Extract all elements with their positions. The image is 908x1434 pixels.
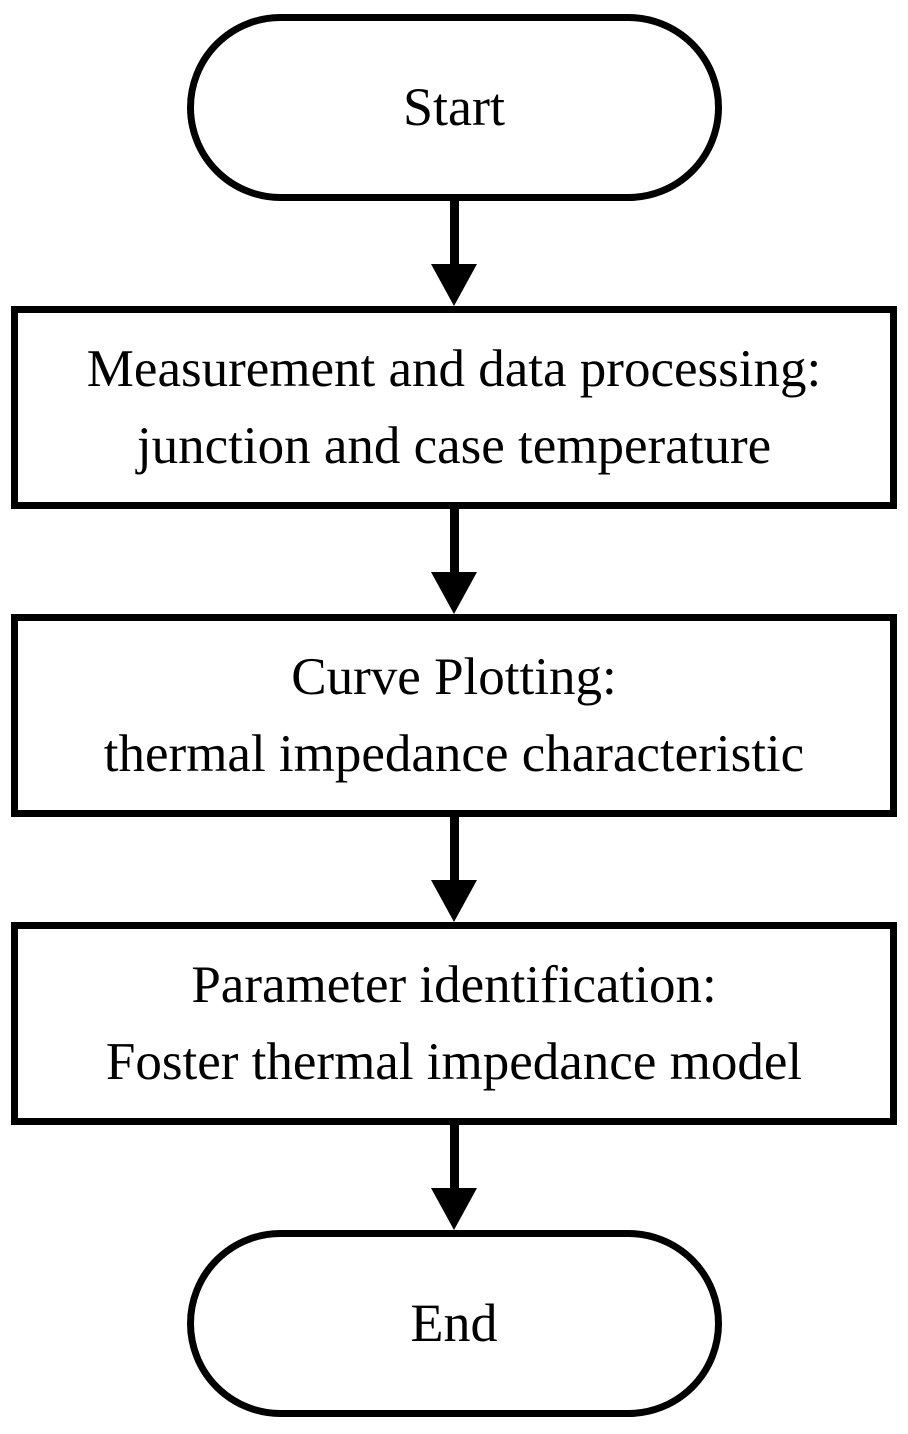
arrow-down-icon	[431, 1188, 477, 1230]
connector-curve-plotting-to-parameter-identification	[431, 817, 477, 922]
arrow-down-icon	[431, 572, 477, 614]
arrow-shaft	[449, 1125, 459, 1188]
node-curve-plotting: Curve Plotting: thermal impedance charac…	[11, 614, 897, 817]
node-measurement-line-2: junction and case temperature	[136, 416, 772, 475]
connector-measurement-to-curve-plotting	[431, 509, 477, 614]
connector-parameter-identification-to-end	[431, 1125, 477, 1230]
arrow-shaft	[449, 817, 459, 880]
node-parameter-identification-line-2: Foster thermal impedance model	[105, 1032, 803, 1091]
node-parameter-identification: Parameter identification: Foster thermal…	[11, 922, 897, 1125]
node-measurement: Measurement and data processing: junctio…	[11, 306, 897, 509]
node-curve-plotting-line-2: thermal impedance characteristic	[103, 724, 805, 783]
node-end: End	[186, 1230, 722, 1417]
node-start: Start	[186, 14, 722, 201]
node-parameter-identification-line-1: Parameter identification:	[191, 955, 717, 1014]
node-start-label: Start	[403, 76, 505, 137]
arrow-down-icon	[431, 264, 477, 306]
node-end-label: End	[410, 1292, 498, 1353]
connector-start-to-measurement	[431, 201, 477, 306]
arrow-shaft	[449, 509, 459, 572]
node-curve-plotting-line-1: Curve Plotting:	[291, 647, 617, 706]
node-measurement-line-1: Measurement and data processing:	[86, 339, 822, 398]
arrow-shaft	[449, 201, 459, 264]
arrow-down-icon	[431, 880, 477, 922]
